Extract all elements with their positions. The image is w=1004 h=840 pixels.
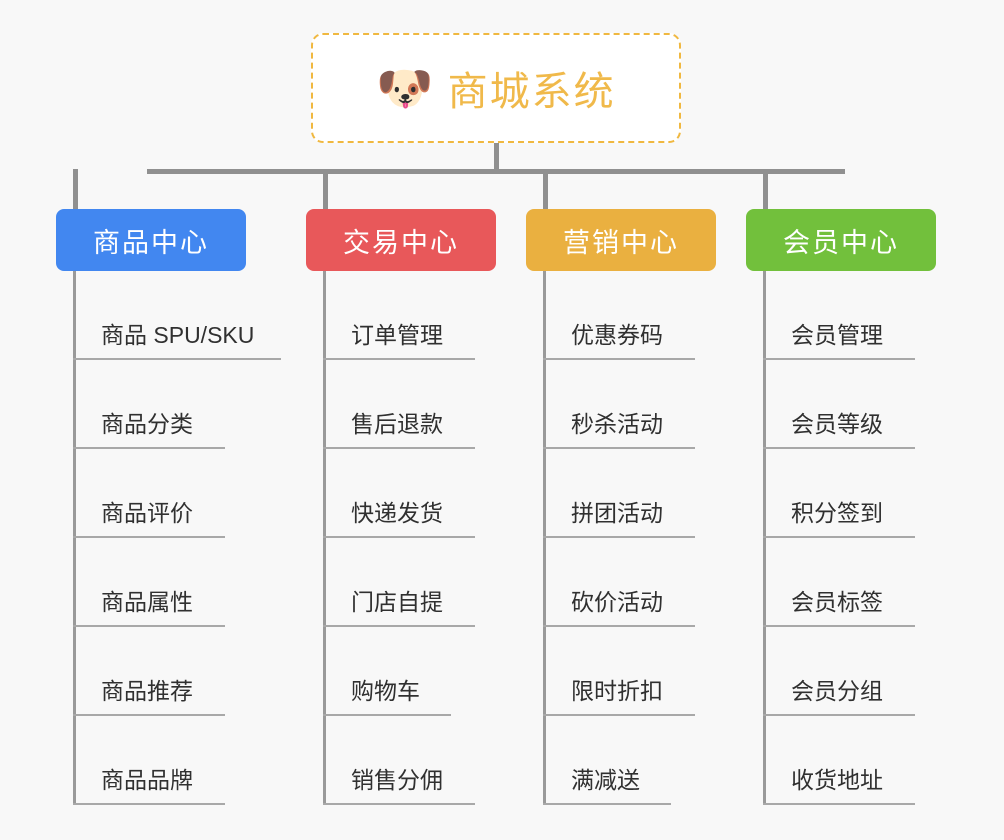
list-item-underline xyxy=(543,625,695,627)
list-item-label: 积分签到 xyxy=(791,500,883,526)
list-item-underline xyxy=(763,625,915,627)
category-header-4[interactable]: 会员中心 xyxy=(746,209,936,271)
list-item[interactable]: 积分签到 xyxy=(763,449,993,538)
list-item[interactable]: 会员标签 xyxy=(763,538,993,627)
connector-root-vertical xyxy=(494,143,499,171)
category-item-list-4: 会员管理会员等级积分签到会员标签会员分组收货地址 xyxy=(763,271,993,805)
category-column-1: 商品中心商品 SPU/SKU 商品分类商品评价商品属性商品推荐商品品牌 xyxy=(56,209,281,805)
list-item-underline xyxy=(763,803,915,805)
category-header-1[interactable]: 商品中心 xyxy=(56,209,246,271)
list-item-label: 秒杀活动 xyxy=(571,411,663,437)
connector-horizontal-bus xyxy=(147,169,845,174)
category-header-2[interactable]: 交易中心 xyxy=(306,209,496,271)
list-item[interactable]: 快递发货 xyxy=(323,449,553,538)
connector-drop-2 xyxy=(323,169,328,209)
category-spine-2 xyxy=(323,271,326,805)
list-item[interactable]: 会员管理 xyxy=(763,271,993,360)
list-item-label: 商品品牌 xyxy=(101,767,193,793)
list-item[interactable]: 限时折扣 xyxy=(543,627,773,716)
category-item-list-2: 订单管理售后退款快递发货门店自提购物车销售分佣 xyxy=(323,271,553,805)
list-item-underline xyxy=(763,536,915,538)
list-item-label: 快递发货 xyxy=(351,500,443,526)
list-item-underline xyxy=(323,714,451,716)
list-item-label: 会员等级 xyxy=(791,411,883,437)
category-spine-3 xyxy=(543,271,546,805)
list-item-underline xyxy=(73,625,225,627)
category-item-list-3: 优惠券码秒杀活动拼团活动砍价活动限时折扣满减送 xyxy=(543,271,773,805)
list-item[interactable]: 订单管理 xyxy=(323,271,553,360)
list-item[interactable]: 砍价活动 xyxy=(543,538,773,627)
list-item[interactable]: 优惠券码 xyxy=(543,271,773,360)
list-item[interactable]: 商品推荐 xyxy=(73,627,303,716)
root-node-label: 商城系统 xyxy=(447,70,616,114)
list-item-underline xyxy=(763,447,915,449)
list-item[interactable]: 会员分组 xyxy=(763,627,993,716)
list-item[interactable]: 售后退款 xyxy=(323,360,553,449)
list-item-underline xyxy=(323,625,475,627)
list-item-underline xyxy=(323,803,475,805)
list-item-label: 收货地址 xyxy=(791,767,883,793)
list-item-label: 满减送 xyxy=(571,767,640,793)
connector-drop-1 xyxy=(73,169,78,209)
list-item-underline xyxy=(73,536,225,538)
category-column-3: 营销中心优惠券码秒杀活动拼团活动砍价活动限时折扣满减送 xyxy=(526,209,716,805)
list-item-underline xyxy=(73,358,281,360)
root-node-shopping-mall-system[interactable]: 🐶 商城系统 xyxy=(311,33,681,143)
list-item-label: 商品 SPU/SKU xyxy=(101,322,255,348)
list-item-underline xyxy=(323,447,475,449)
list-item-underline xyxy=(543,536,695,538)
list-item-label: 购物车 xyxy=(351,678,420,704)
list-item-underline xyxy=(323,358,475,360)
list-item-underline xyxy=(323,536,475,538)
list-item-label: 售后退款 xyxy=(351,411,443,437)
list-item-underline xyxy=(543,447,695,449)
list-item-label: 砍价活动 xyxy=(571,589,663,615)
list-item-underline xyxy=(763,358,915,360)
list-item[interactable]: 收货地址 xyxy=(763,716,993,805)
list-item-underline xyxy=(73,803,225,805)
list-item-label: 会员标签 xyxy=(791,589,883,615)
shiba-dog-face-icon: 🐶 xyxy=(376,62,434,114)
list-item-underline xyxy=(763,714,915,716)
list-item-label: 会员分组 xyxy=(791,678,883,704)
connector-drop-4 xyxy=(763,169,768,209)
category-item-list-1: 商品 SPU/SKU 商品分类商品评价商品属性商品推荐商品品牌 xyxy=(73,271,303,805)
list-item-label: 优惠券码 xyxy=(571,322,663,348)
list-item[interactable]: 满减送 xyxy=(543,716,773,805)
category-header-3[interactable]: 营销中心 xyxy=(526,209,716,271)
list-item[interactable]: 商品评价 xyxy=(73,449,303,538)
list-item-underline xyxy=(543,803,671,805)
list-item-label: 会员管理 xyxy=(791,322,883,348)
list-item-underline xyxy=(543,358,695,360)
list-item-label: 限时折扣 xyxy=(571,678,663,704)
list-item-label: 商品评价 xyxy=(101,500,193,526)
list-item[interactable]: 商品分类 xyxy=(73,360,303,449)
list-item-label: 销售分佣 xyxy=(351,767,443,793)
list-item[interactable]: 秒杀活动 xyxy=(543,360,773,449)
list-item-underline xyxy=(73,714,225,716)
list-item-label: 订单管理 xyxy=(351,322,443,348)
list-item-label: 商品分类 xyxy=(101,411,193,437)
list-item[interactable]: 会员等级 xyxy=(763,360,993,449)
category-spine-1 xyxy=(73,271,76,805)
connector-drop-3 xyxy=(543,169,548,209)
list-item[interactable]: 销售分佣 xyxy=(323,716,553,805)
list-item-label: 商品属性 xyxy=(101,589,193,615)
list-item-label: 拼团活动 xyxy=(571,500,663,526)
list-item[interactable]: 购物车 xyxy=(323,627,553,716)
list-item-underline xyxy=(543,714,695,716)
category-column-2: 交易中心订单管理售后退款快递发货门店自提购物车销售分佣 xyxy=(306,209,496,805)
list-item[interactable]: 商品 SPU/SKU xyxy=(73,271,303,360)
list-item-underline xyxy=(73,447,225,449)
list-item-label: 门店自提 xyxy=(351,589,443,615)
list-item[interactable]: 拼团活动 xyxy=(543,449,773,538)
list-item[interactable]: 商品属性 xyxy=(73,538,303,627)
list-item-label: 商品推荐 xyxy=(101,678,193,704)
list-item[interactable]: 门店自提 xyxy=(323,538,553,627)
list-item[interactable]: 商品品牌 xyxy=(73,716,303,805)
category-column-4: 会员中心会员管理会员等级积分签到会员标签会员分组收货地址 xyxy=(746,209,936,805)
category-spine-4 xyxy=(763,271,766,805)
